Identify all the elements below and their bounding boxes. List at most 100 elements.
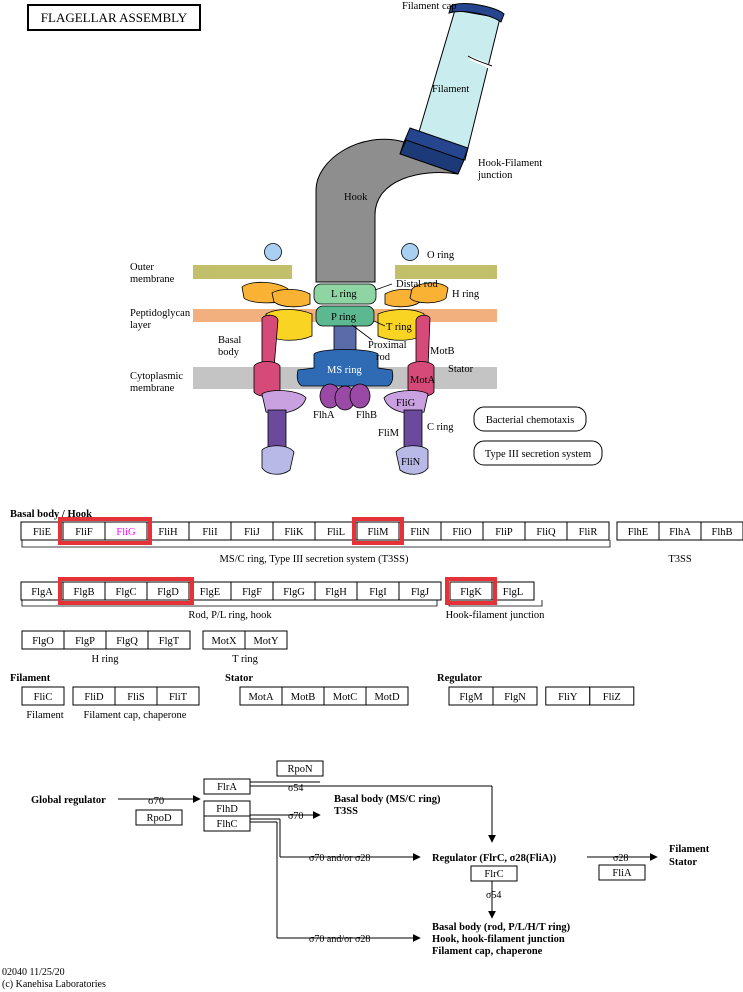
gene-motc[interactable]: MotC [323, 686, 367, 706]
gene-rpod[interactable]: RpoD [135, 809, 183, 826]
gene-flij[interactable]: FliJ [230, 521, 274, 541]
gene-label: MotY [253, 636, 279, 647]
gene-flin[interactable]: FliN [398, 521, 442, 541]
gene-flgj[interactable]: FlgJ [398, 581, 442, 601]
gene-label: MotX [211, 636, 237, 647]
ms-ring-shape [296, 349, 394, 387]
label-filament: Filament [432, 84, 469, 95]
sigma70-or-28-label-2: σ70 and/or σ28 [309, 934, 370, 945]
gene-flii[interactable]: FliI [188, 521, 232, 541]
gene-mota[interactable]: MotA [239, 686, 283, 706]
gene-flio[interactable]: FliO [440, 521, 484, 541]
gene-flih[interactable]: FliH [146, 521, 190, 541]
gene-rpon[interactable]: RpoN [276, 760, 324, 777]
gene-label: FliO [452, 527, 472, 538]
gene-flig[interactable]: FliG [104, 521, 148, 541]
sigma54-label-2: σ54 [486, 890, 501, 901]
svg-text:Bacterial chemotaxis: Bacterial chemotaxis [486, 415, 574, 426]
bracket-ms-c-ring [21, 540, 611, 548]
gene-motb[interactable]: MotB [281, 686, 325, 706]
footer-copyright: (c) Kanehisa Laboratories [2, 979, 106, 990]
gene-flgf[interactable]: FlgF [230, 581, 274, 601]
gene-label: FliY [558, 692, 578, 703]
gene-label: FliJ [244, 527, 260, 538]
gene-motx[interactable]: MotX [202, 630, 246, 650]
gene-label: FliZ [603, 692, 621, 703]
label-flin: FliN [401, 457, 421, 468]
o-ring-right [401, 243, 419, 261]
caption-rod: Rod, P/L ring, hook [188, 610, 272, 621]
gene-label: FliP [495, 527, 513, 538]
gene-flgd[interactable]: FlgD [146, 581, 190, 601]
gene-flif[interactable]: FliF [62, 521, 106, 541]
gene-moty[interactable]: MotY [244, 630, 288, 650]
gene-flrc[interactable]: FlrC [470, 865, 518, 882]
label-proximal-rod-2: rod [376, 352, 391, 363]
gene-flgo[interactable]: FlgO [21, 630, 65, 650]
gene-flgg[interactable]: FlgG [272, 581, 316, 601]
gene-label: FlhA [669, 527, 691, 538]
out-filament: Filament [669, 844, 710, 855]
gene-flip[interactable]: FliP [482, 521, 526, 541]
bracket-rod [21, 600, 438, 607]
gene-flis[interactable]: FliS [114, 686, 158, 706]
label-cytoplasmic-2: membrane [130, 383, 175, 394]
label-hook-filament-junction-1: Hook-Filament [478, 158, 542, 169]
gene-flgb[interactable]: FlgB [62, 581, 106, 601]
label-flha: FlhA [313, 410, 335, 421]
gene-flha[interactable]: FlhA [658, 521, 702, 541]
label-o-ring: O ring [427, 250, 455, 261]
gene-flid[interactable]: FliD [72, 686, 116, 706]
label-distal-rod: Distal rod [396, 279, 438, 290]
link-bacterial-chemotaxis[interactable]: Bacterial chemotaxis [473, 406, 587, 432]
gene-flil[interactable]: FliL [314, 521, 358, 541]
gene-fliq[interactable]: FliQ [524, 521, 568, 541]
gene-flia[interactable]: FliA [598, 864, 646, 881]
gene-flhe[interactable]: FlhE [616, 521, 660, 541]
label-t-ring: T ring [386, 322, 413, 333]
gene-flie[interactable]: FliE [20, 521, 64, 541]
gene-motd[interactable]: MotD [365, 686, 409, 706]
motb-left [261, 314, 279, 369]
caption-h-ring: H ring [91, 654, 119, 665]
gene-flgi[interactable]: FlgI [356, 581, 400, 601]
sigma28-label: σ28 [613, 853, 628, 864]
gene-flhb[interactable]: FlhB [700, 521, 743, 541]
gene-flgt[interactable]: FlgT [147, 630, 191, 650]
link-type-iii-secretion-system[interactable]: Type III secretion system [473, 440, 603, 466]
caption-filament-cap: Filament cap, chaperone [84, 710, 187, 721]
gene-label: FlgM [459, 692, 483, 703]
flhb-shape [349, 383, 371, 409]
gene-flic[interactable]: FliC [21, 686, 65, 706]
gene-flra[interactable]: FlrA [203, 778, 251, 795]
label-peptidoglycan-1: Peptidoglycan [130, 308, 191, 319]
gene-fliz[interactable]: FliZ [589, 686, 635, 706]
gene-flgh[interactable]: FlgH [314, 581, 358, 601]
gene-flhd[interactable]: FlhD [203, 800, 251, 817]
gene-flge[interactable]: FlgE [188, 581, 232, 601]
gene-flgk[interactable]: FlgK [449, 581, 493, 601]
gene-flga[interactable]: FlgA [20, 581, 64, 601]
gene-flim[interactable]: FliM [356, 521, 400, 541]
gene-flik[interactable]: FliK [272, 521, 316, 541]
gene-flgq[interactable]: FlgQ [105, 630, 149, 650]
gene-flit[interactable]: FliT [156, 686, 200, 706]
gene-flgp[interactable]: FlgP [63, 630, 107, 650]
gene-flir[interactable]: FliR [566, 521, 610, 541]
gene-flgc[interactable]: FlgC [104, 581, 148, 601]
flin-left [261, 445, 295, 475]
svg-text:FlhD: FlhD [216, 804, 238, 815]
caption-ms-c-ring: MS/C ring, Type III secretion system (T3… [220, 554, 409, 565]
out-stator: Stator [669, 857, 697, 868]
gene-fliy[interactable]: FliY [545, 686, 591, 706]
section-stator: Stator [225, 673, 253, 684]
gene-flgl[interactable]: FlgL [491, 581, 535, 601]
gene-label: FliL [327, 527, 345, 538]
gene-flhc[interactable]: FlhC [203, 815, 251, 832]
section-filament: Filament [10, 673, 51, 684]
label-outer-membrane-1: Outer [130, 262, 154, 273]
gene-label: FlgK [460, 587, 482, 598]
gene-label: FliD [84, 692, 104, 703]
gene-flgm[interactable]: FlgM [448, 686, 494, 706]
gene-flgn[interactable]: FlgN [492, 686, 538, 706]
